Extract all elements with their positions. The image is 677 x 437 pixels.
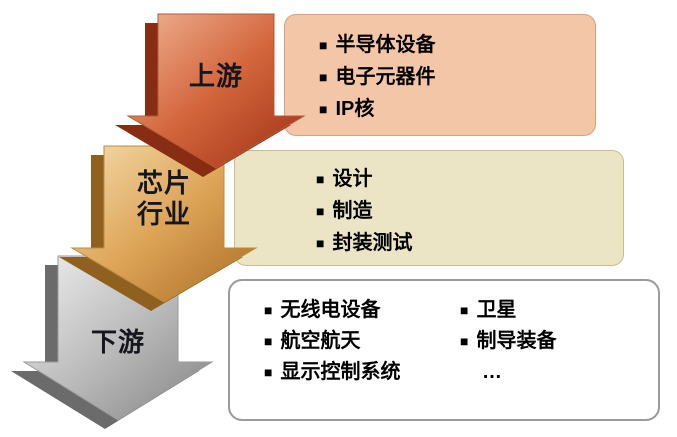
list-item-label: 制造 bbox=[332, 200, 373, 222]
list-item: ■ 半导体设备 bbox=[319, 29, 585, 61]
list-item: ■ 无线电设备 bbox=[264, 295, 460, 326]
upstream-box: ■ 半导体设备 ■ 电子元器件 ■ IP核 bbox=[284, 14, 596, 136]
industry-box: ■ 设计 ■ 制造 ■ 封装测试 bbox=[234, 150, 624, 266]
list-item-label: 封装测试 bbox=[332, 232, 413, 254]
bullet-square-icon: ■ bbox=[264, 302, 273, 318]
bullet-square-icon: ■ bbox=[316, 235, 325, 251]
downstream-box: ■ 无线电设备 ■ 航空航天 ■ 显示控制系统 ■ 卫星 ■ 制导装备 … bbox=[228, 279, 660, 421]
downstream-list-col1: ■ 无线电设备 ■ 航空航天 ■ 显示控制系统 bbox=[264, 295, 460, 409]
list-item-label: IP核 bbox=[335, 98, 375, 120]
list-item-label: 电子元器件 bbox=[335, 66, 436, 88]
list-item-label: 航空航天 bbox=[280, 330, 361, 352]
bullet-square-icon: ■ bbox=[460, 302, 469, 318]
bullet-square-icon: ■ bbox=[316, 171, 325, 187]
list-item: ■ 显示控制系统 bbox=[264, 357, 460, 388]
bullet-square-icon: ■ bbox=[264, 333, 273, 349]
bullet-square-icon: ■ bbox=[319, 69, 328, 85]
bullet-square-icon: ■ bbox=[319, 37, 328, 53]
industry-list: ■ 设计 ■ 制造 ■ 封装测试 bbox=[316, 163, 613, 259]
ellipsis-label: … bbox=[482, 361, 505, 383]
list-item: ■ 设计 bbox=[316, 163, 613, 195]
industry-label: 芯片 行业 bbox=[136, 168, 192, 229]
list-item: ■ 航空航天 bbox=[264, 326, 460, 357]
list-item-label: 显示控制系统 bbox=[280, 361, 401, 383]
downstream-label: 下游 bbox=[90, 327, 146, 357]
bullet-square-icon: ■ bbox=[319, 101, 328, 117]
list-item-label: 卫星 bbox=[476, 299, 517, 321]
bullet-square-icon: ■ bbox=[460, 333, 469, 349]
upstream-list: ■ 半导体设备 ■ 电子元器件 ■ IP核 bbox=[319, 29, 585, 125]
list-item: ■ 卫星 bbox=[460, 295, 556, 326]
ellipsis-item: … bbox=[460, 357, 556, 388]
list-item: ■ IP核 bbox=[319, 93, 585, 125]
list-item-label: 半导体设备 bbox=[335, 34, 436, 56]
downstream-list-col2: ■ 卫星 ■ 制导装备 … bbox=[460, 295, 556, 409]
list-item-label: 制导装备 bbox=[476, 330, 557, 352]
bullet-square-icon: ■ bbox=[316, 203, 325, 219]
list-item: ■ 封装测试 bbox=[316, 227, 613, 259]
list-item-label: 设计 bbox=[332, 168, 373, 190]
list-item-label: 无线电设备 bbox=[280, 299, 381, 321]
bullet-square-icon: ■ bbox=[264, 364, 273, 380]
list-item: ■ 制造 bbox=[316, 195, 613, 227]
list-item: ■ 制导装备 bbox=[460, 326, 556, 357]
upstream-label: 上游 bbox=[188, 61, 244, 91]
list-item: ■ 电子元器件 bbox=[319, 61, 585, 93]
